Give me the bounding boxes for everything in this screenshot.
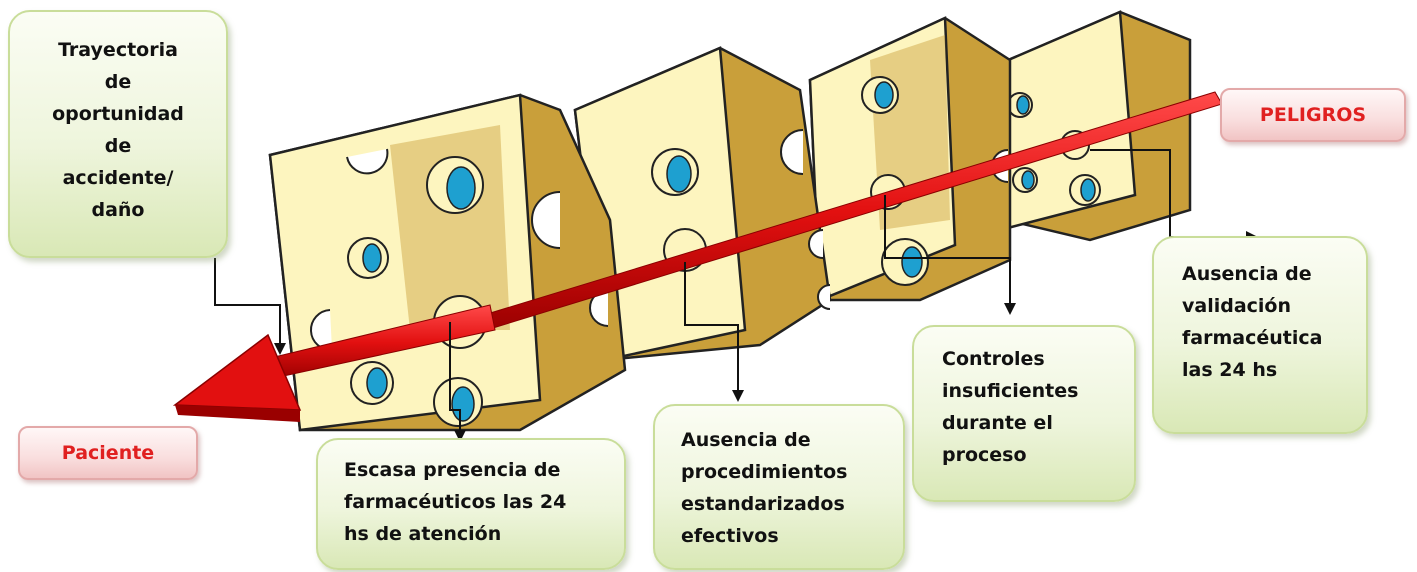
layer-3-box: Controles insuficientes durante el proce… xyxy=(912,325,1136,502)
hazards-pill: PELIGROS xyxy=(1220,88,1406,142)
patient-pill: Paciente xyxy=(18,426,198,480)
hazard-arrow-to-patient xyxy=(172,304,496,422)
layer-4-label: Ausencia de validación farmacéutica las … xyxy=(1182,263,1323,381)
layer-2-box: Ausencia de procedimientos estandarizado… xyxy=(653,404,905,570)
cheese-slice-1 xyxy=(268,93,627,432)
accident-trajectory-box: Trayectoria de oportunidad de accidente/… xyxy=(8,10,228,258)
hazards-label: PELIGROS xyxy=(1259,104,1367,126)
cheese-slice-4 xyxy=(983,10,1192,242)
patient-label: Paciente xyxy=(61,442,155,464)
layer-3-label: Controles insuficientes durante el proce… xyxy=(942,348,1079,466)
accident-trajectory-label: Trayectoria de oportunidad de accidente/… xyxy=(52,39,184,221)
layer-2-label: Ausencia de procedimientos estandarizado… xyxy=(681,429,848,547)
layer-4-box: Ausencia de validación farmacéutica las … xyxy=(1152,236,1368,434)
layer-1-label: Escasa presencia de farmacéuticos las 24… xyxy=(344,459,567,545)
cheese-slice-3 xyxy=(808,16,1012,302)
layer-1-box: Escasa presencia de farmacéuticos las 24… xyxy=(316,438,626,570)
